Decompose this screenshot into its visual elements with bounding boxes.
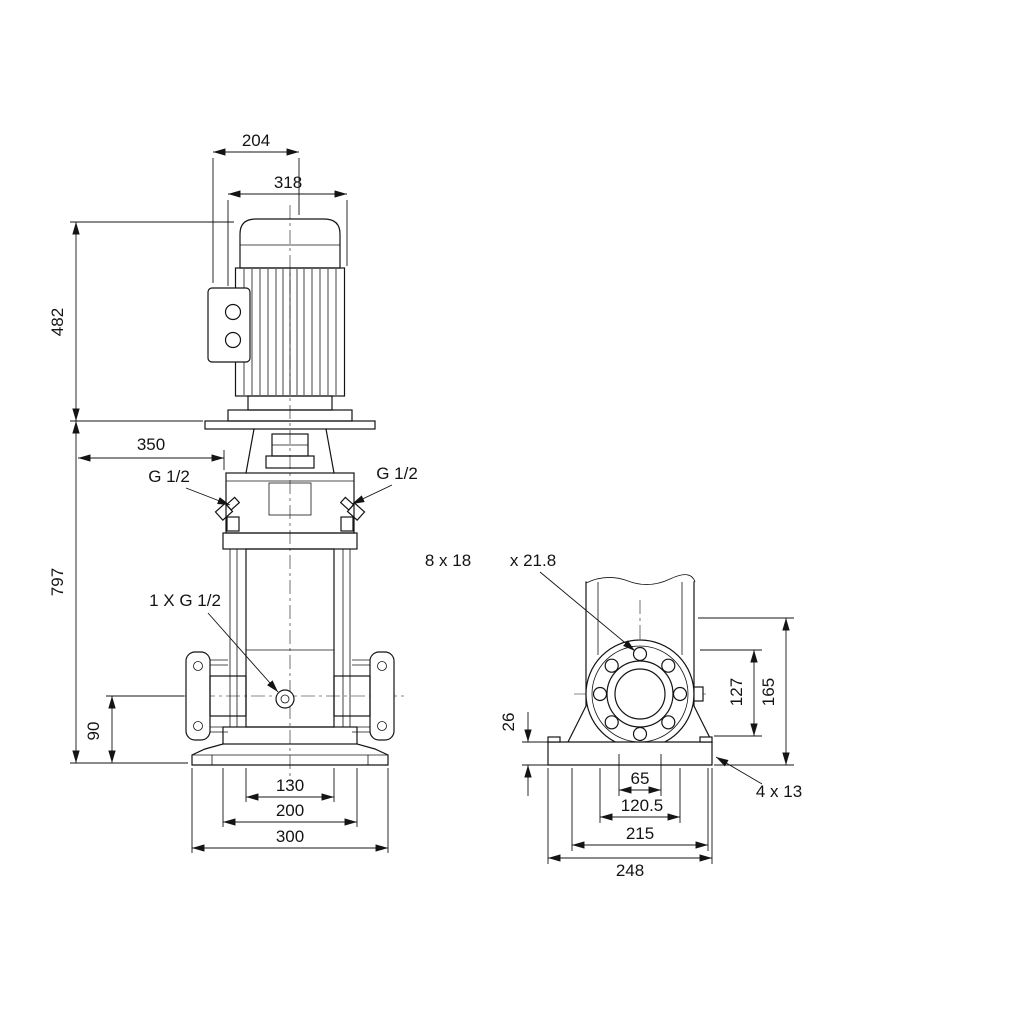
dim-165-label: 165 [759, 678, 778, 706]
base-holes-label: 4 x 13 [756, 782, 802, 801]
base-side [547, 736, 713, 766]
side-view [547, 574, 713, 766]
dim-90-label: 90 [84, 722, 103, 741]
dim-65-label: 65 [631, 769, 650, 788]
flange-holes-label: 8 x 18 [425, 551, 471, 570]
terminal-box [207, 287, 251, 363]
dim-200-label: 200 [276, 801, 304, 820]
flange-holes-depth-label: x 21.8 [510, 551, 556, 570]
cooling-fins [243, 269, 337, 395]
dim-300-label: 300 [276, 827, 304, 846]
front-dimensions: 204 318 482 797 350 90 G 1/2 G 1/2 1 X G… [48, 131, 418, 853]
port-left-label: G 1/2 [148, 467, 190, 486]
port-plug-right [339, 496, 366, 521]
column [567, 574, 713, 743]
dim-120-5-label: 120.5 [621, 796, 664, 815]
dim-130-label: 130 [276, 776, 304, 795]
base-front [191, 743, 389, 766]
drain-plug [275, 689, 295, 709]
front-view [185, 218, 395, 766]
dim-797-label: 797 [48, 568, 67, 596]
port-right-label: G 1/2 [376, 464, 418, 483]
port-plug-left [214, 496, 241, 521]
motor [207, 218, 353, 422]
dim-350-label: 350 [137, 435, 165, 454]
coupling [265, 433, 315, 469]
drain-label: 1 X G 1/2 [149, 591, 221, 610]
dim-127-label: 127 [727, 678, 746, 706]
dim-204-label: 204 [242, 131, 270, 150]
dim-215-label: 215 [626, 824, 654, 843]
discharge-flange-right [333, 651, 395, 741]
port-flange-face [585, 639, 704, 749]
dim-26-label: 26 [499, 713, 518, 732]
side-dimensions: 8 x 18 x 21.8 26 127 165 4 x 13 65 120.5 [425, 551, 802, 880]
motor-stool [204, 420, 376, 474]
dim-248-label: 248 [616, 861, 644, 880]
chamber-stack [222, 532, 358, 745]
dim-482-label: 482 [48, 308, 67, 336]
dim-318-label: 318 [274, 173, 302, 192]
suction-flange-left [185, 651, 247, 741]
